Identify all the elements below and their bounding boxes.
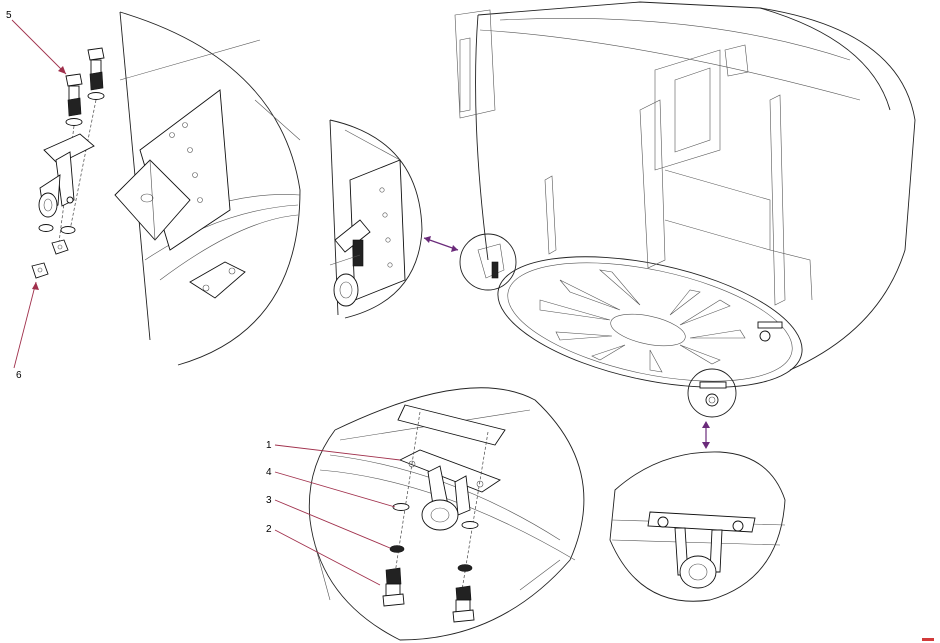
exploded-hardware-view [31,47,105,279]
cutaway-view-small [329,119,423,319]
callout-2: 2 [266,524,272,535]
connector-arrow-bottom [702,421,710,449]
detail-marker-circle-a [459,233,517,291]
callout-1: 1 [266,440,272,451]
connector-arrow-top [423,236,459,252]
callout-6: 6 [16,370,22,381]
detail-marker-circle-b [687,368,737,418]
callout-4: 4 [266,467,272,478]
callout-5: 5 [6,10,12,21]
cutaway-view-large [114,11,301,366]
hopper-main-view [454,1,916,407]
detail-view-bottom-right [609,451,786,602]
callout-leaders [11,19,401,586]
page-marker [922,638,934,641]
detail-view-bottom [308,387,585,641]
callout-3: 3 [266,495,272,506]
